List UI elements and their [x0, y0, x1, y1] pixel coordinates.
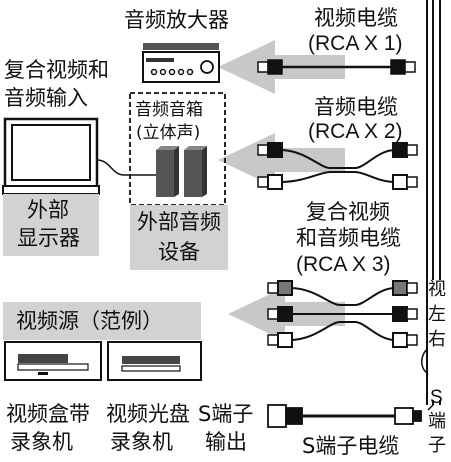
edge-label-right: 右	[428, 329, 446, 350]
dvd-label-line1: 视频光盘	[106, 402, 190, 426]
vcr-label-line2: 录象机	[10, 430, 73, 454]
composite-cable-label-line2: 和音频电缆	[296, 226, 401, 250]
vcr-label-line1: 视频盒带	[6, 402, 90, 426]
s-output-label-line2: 输出	[205, 430, 247, 454]
arrow-2-icon	[218, 133, 345, 187]
right-edge-white-gap	[428, 280, 451, 400]
edge-label-video: 视	[428, 279, 446, 300]
video-cable-icon	[257, 59, 416, 75]
audio-cable-label-line1: 音频电缆	[314, 95, 398, 119]
audio-cable-label-line2: (RCA X 2)	[308, 120, 403, 143]
ext-audio-label-line1: 外部音频	[137, 210, 221, 234]
s-output-label-line1: S端子	[198, 402, 254, 426]
ext-audio-label-line2: 设备	[158, 240, 200, 264]
composite-input-label-line2: 音频输入	[4, 86, 88, 110]
video-cable-label-line2: (RCA X 1)	[308, 32, 403, 55]
vcr-icon	[4, 341, 102, 381]
amplifier-label: 音频放大器	[124, 8, 229, 32]
speaker-label-line1: 音频音箱	[135, 100, 203, 120]
edge-label-sub: 子	[428, 435, 446, 456]
composite-cable-label-line3: (RCA X 3)	[296, 253, 391, 276]
edge-label-left: 左	[428, 304, 446, 325]
display-label-line1: 外部	[27, 198, 69, 222]
edge-label-terminal: 端	[428, 411, 446, 432]
display-icon	[2, 117, 100, 195]
s-video-cable-icon	[267, 404, 422, 428]
video-cable-label-line1: 视频电缆	[314, 6, 398, 30]
video-source-panel	[3, 302, 201, 340]
ext-audio-label-panel	[130, 205, 228, 270]
right-edge-connectors	[421, 349, 435, 411]
speaker-icon	[156, 146, 207, 197]
dvd-icon	[107, 341, 202, 381]
composite-cable-label-line1: 复合视频	[306, 200, 390, 224]
speaker-label-line2: (立体声)	[136, 123, 201, 143]
audio-cable-icon	[257, 142, 418, 190]
display-label-panel	[3, 194, 99, 256]
composite-cable-icon	[267, 280, 418, 348]
display-to-speaker-wire	[96, 159, 156, 176]
amplifier-icon	[142, 43, 220, 83]
display-label-line2: 显示器	[17, 226, 80, 250]
dvd-label-line2: 录象机	[110, 430, 173, 454]
edge-label-s: S	[430, 387, 443, 408]
video-source-label: 视频源（范例）	[16, 309, 163, 333]
s-cable-label: S端子电缆	[302, 434, 400, 458]
composite-input-label-line1: 复合视频和	[4, 58, 109, 82]
